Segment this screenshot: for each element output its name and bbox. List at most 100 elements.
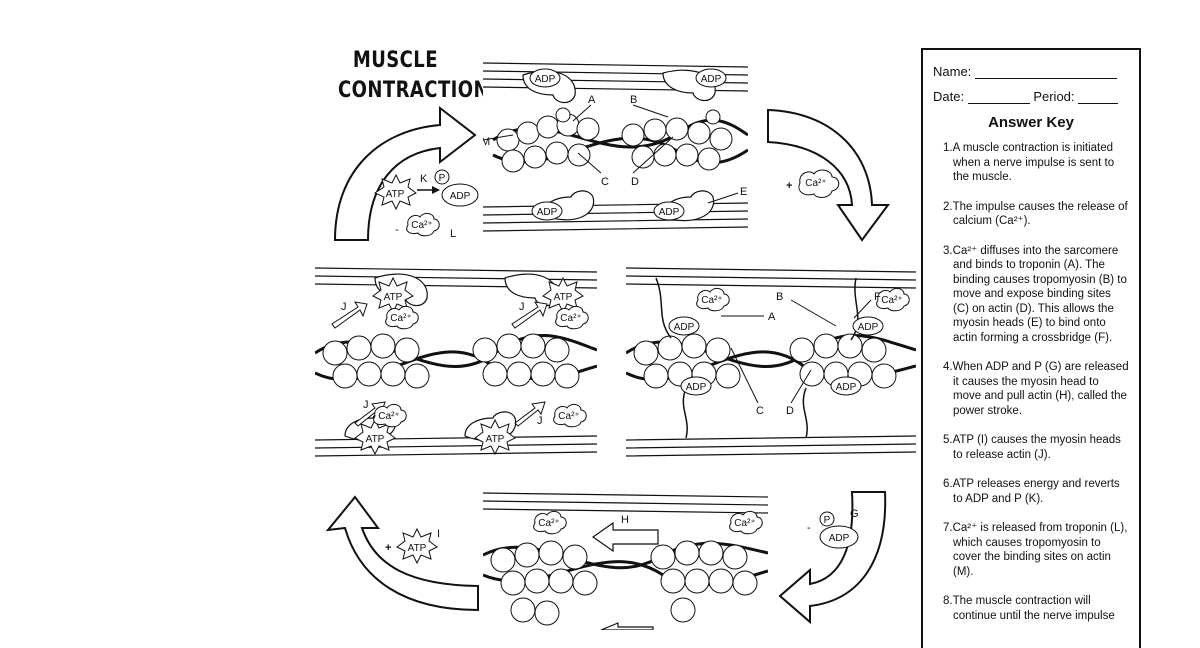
molecule-ca-left-1: Ca²⁺	[385, 305, 419, 330]
label-G: G	[850, 508, 859, 520]
label-L: L	[450, 228, 456, 240]
cycle-arrows	[325, 105, 890, 625]
label-left-J-4: J	[537, 415, 543, 427]
label-left-J-3: J	[363, 399, 369, 411]
title-line-1: MUSCLE	[352, 48, 438, 73]
molecule-ca-left-2: Ca²⁺	[555, 305, 589, 330]
label-right-D: D	[786, 405, 794, 417]
svg-text:Ca²⁺: Ca²⁺	[538, 518, 559, 529]
label-right-A: A	[768, 311, 776, 323]
svg-text:Ca²⁺: Ca²⁺	[560, 313, 581, 324]
diagram-panel-left: ATP ATP ATP ATP Ca²⁺ Ca²⁺	[315, 258, 597, 468]
molecule-atp-left-2: ATP	[542, 276, 584, 314]
svg-text:ADP: ADP	[686, 382, 707, 393]
svg-text:ADP: ADP	[836, 382, 857, 393]
molecule-ca-left-3: Ca²⁺	[373, 403, 407, 428]
molecule-adp-bottom-right: ADP	[653, 201, 685, 221]
period-blank[interactable]	[1078, 91, 1119, 104]
cycle-annotation-bottom-left: + ATP I	[385, 527, 440, 565]
svg-text:Ca²⁺: Ca²⁺	[734, 518, 755, 529]
molecule-atp-left-3: ATP	[354, 418, 396, 456]
molecule-adp-right-3: ADP	[680, 376, 712, 396]
label-left-J-2: J	[519, 301, 525, 313]
minus-sign-g: -	[807, 522, 811, 534]
svg-text:ADP: ADP	[535, 74, 556, 85]
molecule-atp-left-1: ATP	[372, 276, 414, 314]
cycle-annotation-bottom-right: - P G ADP	[807, 508, 859, 549]
label-right-F: F	[874, 291, 881, 303]
answer-step-8: 8.The muscle contraction will continue u…	[943, 595, 1115, 622]
answer-step-5: 5.ATP (I) causes the myosin heads to rel…	[943, 434, 1121, 461]
power-stroke-arrow-lower	[600, 622, 654, 630]
svg-text:Ca²⁺: Ca²⁺	[558, 411, 579, 422]
svg-text:ADP: ADP	[858, 322, 879, 333]
cycle-annotation-top-right: + Ca²⁺	[786, 169, 840, 198]
answer-key-heading: Answer Key	[988, 114, 1074, 131]
svg-text:ADP: ADP	[674, 322, 695, 333]
label-right-B: B	[776, 291, 783, 303]
molecule-atp-k: ATP	[386, 189, 405, 200]
label-I: I	[437, 528, 440, 540]
molecule-ca-bottom-2: Ca²⁺	[729, 510, 763, 535]
answer-key-steps: 1.A muscle contraction is initiated when…	[933, 141, 1129, 623]
answer-step-4: 4.When ADP and P (G) are released it cau…	[943, 361, 1129, 417]
molecule-adp-top-right: ADP	[695, 68, 727, 88]
svg-text:Ca²⁺: Ca²⁺	[390, 313, 411, 324]
cycle-arrow-top-left	[333, 105, 477, 241]
molecule-p-k: P	[439, 173, 446, 184]
molecule-ca-right-1: Ca²⁺	[696, 287, 730, 312]
label-top-D: D	[631, 176, 639, 188]
molecule-adp-g: ADP	[829, 533, 850, 544]
molecule-adp-bottom-left: ADP	[531, 201, 563, 221]
answer-step-1: 1.A muscle contraction is initiated when…	[943, 142, 1115, 183]
name-field: Name:	[933, 64, 1129, 79]
svg-text:Ca²⁺: Ca²⁺	[701, 295, 722, 306]
label-K: K	[420, 173, 428, 185]
svg-text:ATP: ATP	[366, 434, 385, 445]
diagram-panel-top: ADP ADP ADP ADP A B C D E	[483, 45, 748, 245]
answer-step-7: 7.Ca²⁺ is released from troponin (L), wh…	[943, 522, 1128, 578]
svg-text:ADP: ADP	[701, 74, 722, 85]
label-left-J-1: J	[341, 301, 347, 313]
label-top-M: M	[483, 136, 490, 148]
plus-sign-i: +	[385, 542, 391, 554]
svg-text:Ca²⁺: Ca²⁺	[881, 295, 902, 306]
period-label: Period:	[1033, 89, 1075, 104]
diagram-panel-bottom: Ca²⁺ Ca²⁺ H	[483, 485, 768, 630]
molecule-ca-plus: Ca²⁺	[805, 178, 826, 189]
label-right-C: C	[756, 405, 764, 417]
date-period-field: Date: Period:	[933, 89, 1129, 104]
label-top-A: A	[588, 94, 596, 106]
svg-text:ADP: ADP	[659, 207, 680, 218]
svg-text:ATP: ATP	[554, 292, 573, 303]
name-blank[interactable]	[974, 66, 1117, 79]
label-top-C: C	[601, 176, 609, 188]
molecule-ca-bottom-1: Ca²⁺	[533, 510, 567, 535]
molecule-p-g: P	[824, 515, 831, 526]
answer-step-3: 3.Ca²⁺ diffuses into the sarcomere and b…	[943, 244, 1127, 344]
label-top-B: B	[630, 94, 637, 106]
date-label: Date:	[933, 89, 965, 104]
molecule-adp-right-4: ADP	[830, 376, 862, 396]
date-blank[interactable]	[967, 91, 1030, 104]
name-label: Name:	[933, 64, 972, 79]
molecule-atp-i: ATP	[408, 543, 427, 554]
molecule-adp-top-left: ADP	[529, 68, 561, 88]
plus-sign-ca: +	[786, 180, 792, 192]
molecule-ca-l: Ca²⁺	[411, 220, 432, 231]
cycle-annotation-top-left: ATP K P ADP - Ca²⁺ L	[373, 169, 479, 240]
power-stroke-arrow-h	[591, 521, 659, 553]
label-top-E: E	[740, 186, 747, 198]
label-bottom-H: H	[621, 514, 629, 526]
cycle-arrow-top-right	[767, 108, 890, 242]
minus-sign-l: -	[395, 224, 399, 236]
answer-step-6: 6.ATP releases energy and reverts to ADP…	[943, 478, 1120, 505]
svg-text:ATP: ATP	[486, 434, 505, 445]
svg-text:Ca²⁺: Ca²⁺	[378, 411, 399, 422]
molecule-ca-left-4: Ca²⁺	[553, 403, 587, 428]
answer-step-2: 2.The impulse causes the release of calc…	[943, 200, 1128, 228]
molecule-adp-right-1: ADP	[668, 316, 700, 336]
molecule-ca-right-2: Ca²⁺	[876, 287, 910, 312]
diagram-panel-right: ADP ADP ADP ADP Ca²⁺ Ca²⁺	[626, 258, 916, 468]
molecule-adp-right-2: ADP	[852, 316, 884, 336]
